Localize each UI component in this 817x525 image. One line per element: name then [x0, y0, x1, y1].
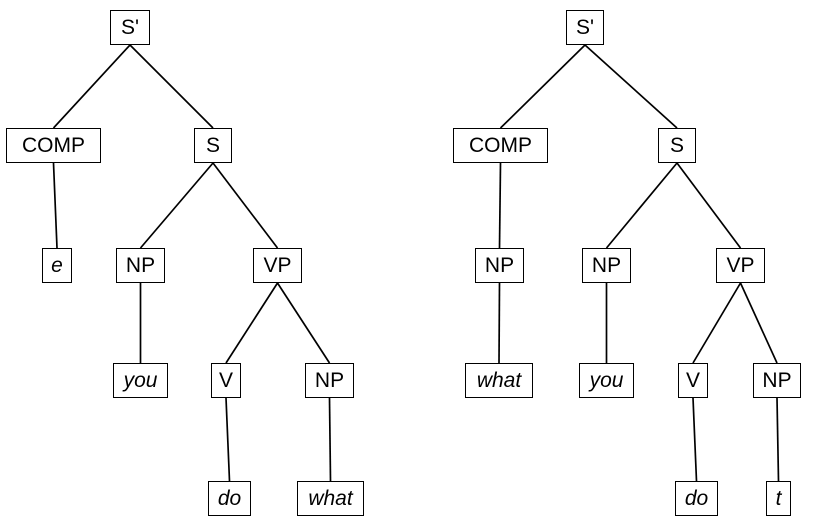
tree-node-l-np1: NP	[116, 248, 165, 283]
tree-node-label: do	[217, 487, 242, 510]
tree-edge-r-s-to-r-np1	[605, 162, 678, 249]
tree-node-label: t	[775, 487, 782, 510]
tree-node-l-v: V	[211, 363, 241, 398]
tree-node-label: e	[51, 254, 63, 277]
tree-edge-l-sbar-to-l-s	[129, 44, 214, 129]
tree-node-label: V	[218, 369, 233, 392]
tree-node-label: NP	[125, 254, 156, 277]
tree-node-r-what: what	[465, 363, 533, 398]
tree-edge-r-np2-to-r-t	[776, 397, 780, 482]
tree-edge-l-v-to-l-do	[225, 397, 231, 482]
tree-node-label: S'	[575, 16, 595, 39]
tree-node-r-you: you	[579, 363, 634, 398]
tree-edge-l-sbar-to-l-comp	[52, 44, 131, 129]
tree-node-l-you: you	[113, 363, 168, 398]
tree-node-label: you	[589, 369, 624, 392]
tree-node-r-np0: NP	[475, 248, 524, 283]
tree-node-label: what	[308, 487, 353, 510]
tree-edge-l-s-to-l-np1	[139, 162, 214, 249]
tree-node-r-vp: VP	[716, 248, 765, 283]
tree-node-label: you	[123, 369, 158, 392]
tree-node-r-np2: NP	[753, 363, 801, 398]
tree-node-label: S'	[120, 16, 140, 39]
tree-node-label: do	[684, 487, 709, 510]
tree-edge-r-vp-to-r-v	[692, 282, 742, 364]
tree-node-r-s: S	[658, 128, 696, 163]
tree-edge-r-np0-to-r-what	[498, 282, 501, 364]
tree-node-r-comp: COMP	[453, 128, 548, 163]
tree-edge-l-vp-to-l-np2	[276, 282, 331, 364]
tree-edge-l-s-to-l-vp	[212, 162, 279, 249]
tree-node-l-comp: COMP	[6, 128, 101, 163]
tree-node-label: NP	[484, 254, 515, 277]
tree-node-r-t: t	[766, 481, 791, 516]
tree-edge-r-sbar-to-r-comp	[499, 44, 586, 129]
tree-node-label: COMP	[22, 134, 85, 157]
tree-node-l-vp: VP	[253, 248, 302, 283]
tree-node-r-v: V	[678, 363, 708, 398]
tree-node-l-e: e	[42, 248, 72, 283]
tree-node-label: NP	[314, 369, 345, 392]
tree-node-l-s: S	[194, 128, 232, 163]
tree-node-l-what: what	[297, 481, 364, 516]
tree-node-r-sbar: S'	[566, 10, 604, 45]
tree-node-label: NP	[762, 369, 792, 392]
tree-edge-l-np2-to-l-what	[328, 397, 332, 482]
tree-node-r-do: do	[675, 481, 718, 516]
tree-node-label: NP	[591, 254, 622, 277]
tree-edge-r-v-to-r-do	[692, 397, 698, 482]
tree-node-l-do: do	[208, 481, 251, 516]
tree-node-label: VP	[263, 254, 292, 277]
tree-edge-r-comp-to-r-np0	[498, 162, 502, 249]
tree-node-label: COMP	[469, 134, 532, 157]
tree-node-l-np2: NP	[305, 363, 354, 398]
tree-node-r-np1: NP	[582, 248, 631, 283]
tree-edge-l-vp-to-l-v	[225, 282, 279, 364]
tree-edge-r-sbar-to-r-s	[584, 44, 678, 129]
tree-edge-r-s-to-r-vp	[676, 162, 742, 249]
tree-edge-l-comp-to-l-e	[52, 162, 58, 249]
tree-node-label: V	[685, 369, 700, 392]
tree-node-label: S	[205, 134, 220, 157]
tree-node-l-sbar: S'	[110, 10, 150, 45]
tree-node-label: VP	[726, 254, 755, 277]
tree-node-label: what	[476, 369, 522, 392]
tree-edge-r-vp-to-r-np2	[739, 282, 778, 364]
tree-node-label: S	[669, 134, 684, 157]
